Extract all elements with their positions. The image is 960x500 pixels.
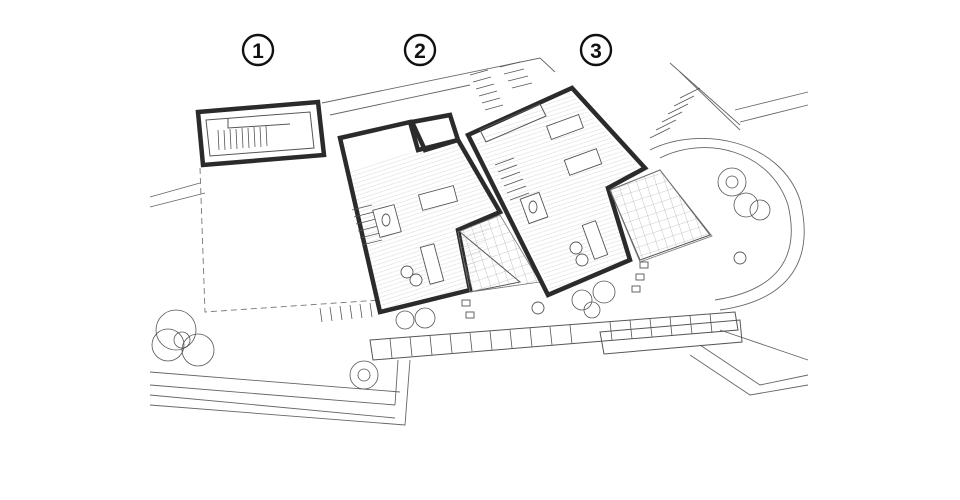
- tree-group-east: [717, 167, 771, 221]
- tree-south-lower: [349, 360, 379, 390]
- unit-3-dining-table: [563, 148, 603, 176]
- unit-3-sofa: [581, 220, 609, 260]
- outdoor-seating: [461, 251, 747, 319]
- unit-3-armchair: [569, 241, 583, 255]
- unit-1-building: [195, 99, 327, 168]
- unit-2-armchair: [400, 265, 414, 279]
- unit-2-sofa: [419, 243, 445, 285]
- walkway-steps: [389, 313, 713, 359]
- unit-3-kitchen-counter: [546, 114, 584, 140]
- tree-group-southwest: [151, 309, 215, 367]
- unit-1-stairs: [217, 125, 268, 151]
- west-steps: [319, 302, 373, 323]
- unit-3-building: [464, 85, 713, 298]
- upper-entry-stairs: [469, 61, 533, 111]
- site-outline: [149, 57, 809, 426]
- unit-2-building: [337, 112, 541, 315]
- tree-group-unit-3: [571, 280, 616, 319]
- svg-text:3: 3: [590, 40, 602, 63]
- unit-label-3: 3: [579, 33, 613, 67]
- unit-3-stairs: [494, 157, 530, 201]
- svg-text:2: 2: [414, 40, 426, 63]
- east-garden-stairs: [649, 87, 701, 139]
- unit-2-stairs: [351, 204, 383, 246]
- tree-group-unit-2: [395, 307, 436, 330]
- svg-text:1: 1: [252, 40, 264, 63]
- unit-label-2: 2: [403, 33, 437, 67]
- terrace-walkway: [369, 311, 743, 361]
- unit-label-1: 1: [241, 33, 275, 67]
- unit-2-dining-table: [417, 185, 459, 211]
